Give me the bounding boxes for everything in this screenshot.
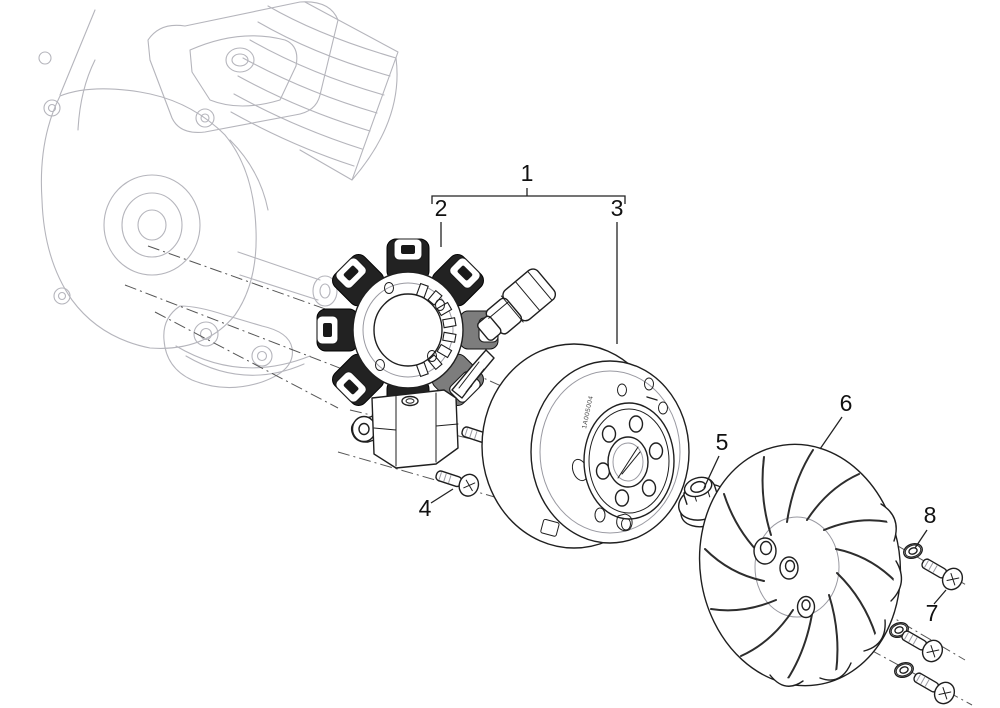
callout-bracket-1: [431, 188, 626, 204]
washer-3: [894, 661, 914, 679]
stator-screw-axis-2: [337, 451, 506, 501]
stator-wiring-conduit: [451, 349, 495, 399]
stator-mounting-bracket: [350, 389, 459, 469]
stator-connector-plug: [477, 268, 557, 341]
callout-label-4: 4: [419, 495, 432, 521]
woodruff-key-clip: [616, 513, 633, 532]
fan-screw-1: [921, 558, 964, 591]
flywheel-rotor: 1A005004: [481, 343, 690, 549]
callout-leaders: [430, 188, 947, 605]
callout-label-5: 5: [716, 429, 729, 455]
stator-core-ring: [352, 271, 464, 389]
fan-screw-3: [913, 672, 956, 705]
balance-mark: [646, 396, 658, 401]
callout-label-6: 6: [840, 390, 853, 416]
callout-label-8: 8: [924, 502, 937, 528]
stator-assembly: [316, 238, 557, 469]
engine-crankcase-ghost: [38, 1, 399, 389]
stator-screw-2: [435, 470, 480, 497]
callout-label-2: 2: [435, 195, 448, 221]
callout-label-7: 7: [926, 600, 939, 626]
crankshaft-axis-line: [147, 245, 346, 317]
fan-blades: [704, 449, 896, 681]
callout-labels: 1 2 3 4 5 6 7 8: [419, 160, 939, 626]
cooling-fan: [698, 443, 903, 687]
callout-label-3: 3: [611, 195, 624, 221]
flywheel-hub: [583, 402, 675, 532]
fan-screw-2: [901, 630, 944, 663]
fan-blade-tips: [769, 503, 903, 687]
callout-label-1: 1: [521, 160, 534, 186]
washer-1: [903, 542, 923, 560]
